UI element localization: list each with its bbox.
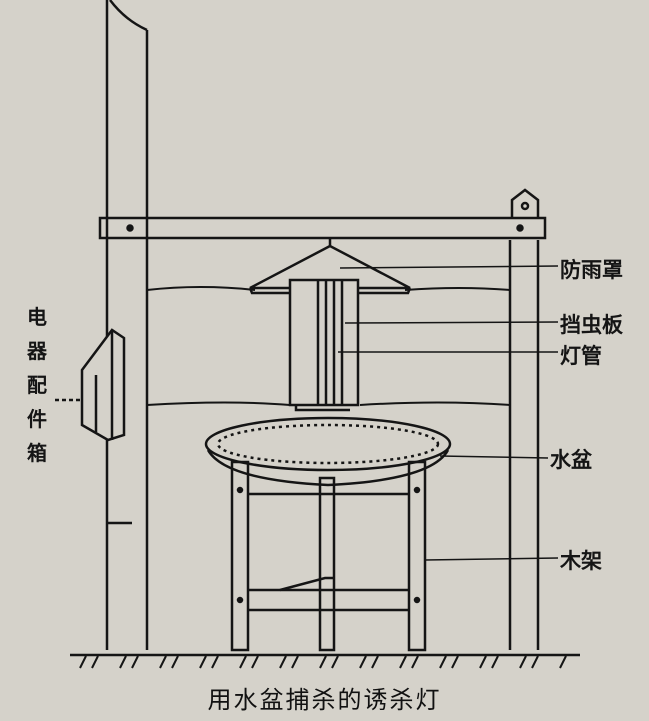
wires: [146, 286, 511, 406]
water-basin: [204, 416, 452, 487]
label-lamp-tube: 灯管: [560, 344, 602, 368]
label-water-basin: 水盆: [550, 448, 592, 472]
label-insect-baffle: 挡虫板: [560, 313, 623, 337]
wooden-stand: [230, 460, 427, 652]
electrical-box: [55, 328, 126, 442]
right-post: [508, 240, 540, 650]
label-rain-cover: 防雨罩: [560, 258, 623, 282]
insect-baffle-and-lamp-tube: [288, 278, 360, 412]
label-wooden-stand: 木架: [560, 549, 602, 573]
label-electrical-box: 电器配件箱: [27, 305, 47, 465]
figure-caption: 用水盆捕杀的诱杀灯: [207, 686, 442, 714]
ground: [70, 653, 580, 669]
left-post: [105, 0, 149, 650]
crossbar: [98, 188, 547, 240]
leader-lines: [338, 265, 559, 561]
